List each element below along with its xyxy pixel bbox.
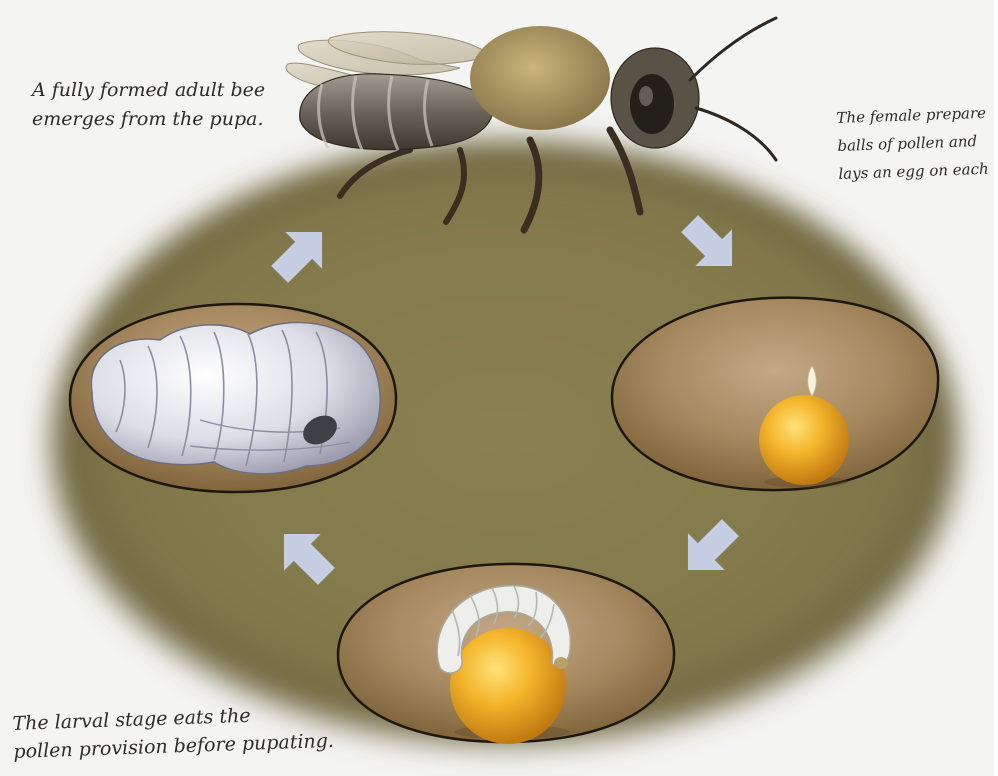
adult-stage-caption: A fully formed adult bee emerges from th… xyxy=(32,76,265,134)
larva-stage-caption: The larval stage eats the pollen provisi… xyxy=(12,699,334,766)
pupa-icon xyxy=(91,322,380,473)
page-edge xyxy=(994,0,998,776)
adult-caption-line-2: emerges from the pupa. xyxy=(32,105,265,134)
egg-chamber xyxy=(612,298,938,490)
pupa-chamber xyxy=(70,304,396,492)
egg-caption-line-3: lays an egg on each xyxy=(838,155,989,188)
larva-chamber xyxy=(338,564,674,744)
adult-caption-line-1: A fully formed adult bee xyxy=(32,76,265,105)
egg-stage-caption: The female prepare balls of pollen and l… xyxy=(836,99,989,188)
